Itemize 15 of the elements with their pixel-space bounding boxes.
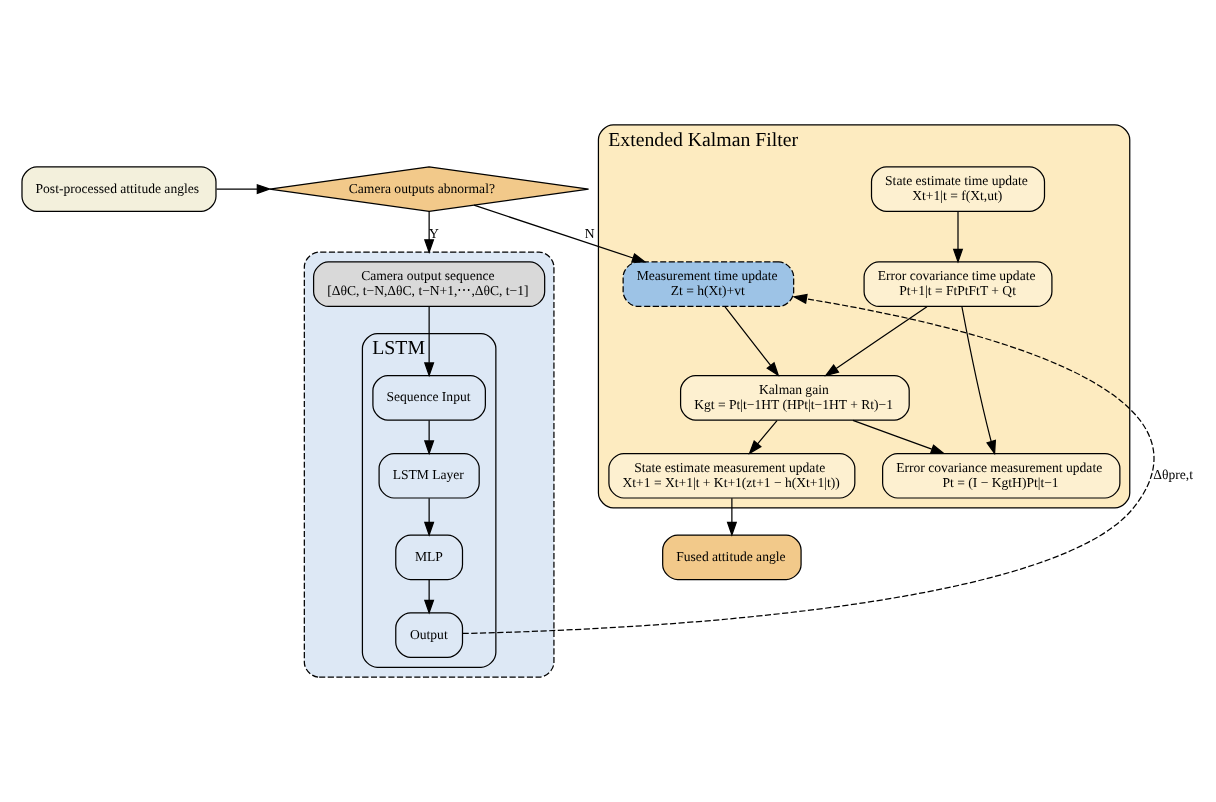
arrow: [423, 419, 435, 456]
arrow: [462, 293, 1155, 635]
arrow: [748, 419, 778, 455]
arrow: [824, 306, 928, 377]
arrow: [423, 579, 435, 615]
arrow: [423, 497, 435, 537]
arrow: [961, 306, 997, 456]
arrow: [215, 183, 272, 195]
arrow: [726, 497, 738, 537]
arrow: [473, 204, 647, 263]
cluster: [303, 251, 555, 678]
arrow: [952, 210, 964, 264]
arrow: [852, 419, 946, 455]
arrow: [724, 306, 780, 377]
arrow: [423, 306, 435, 378]
